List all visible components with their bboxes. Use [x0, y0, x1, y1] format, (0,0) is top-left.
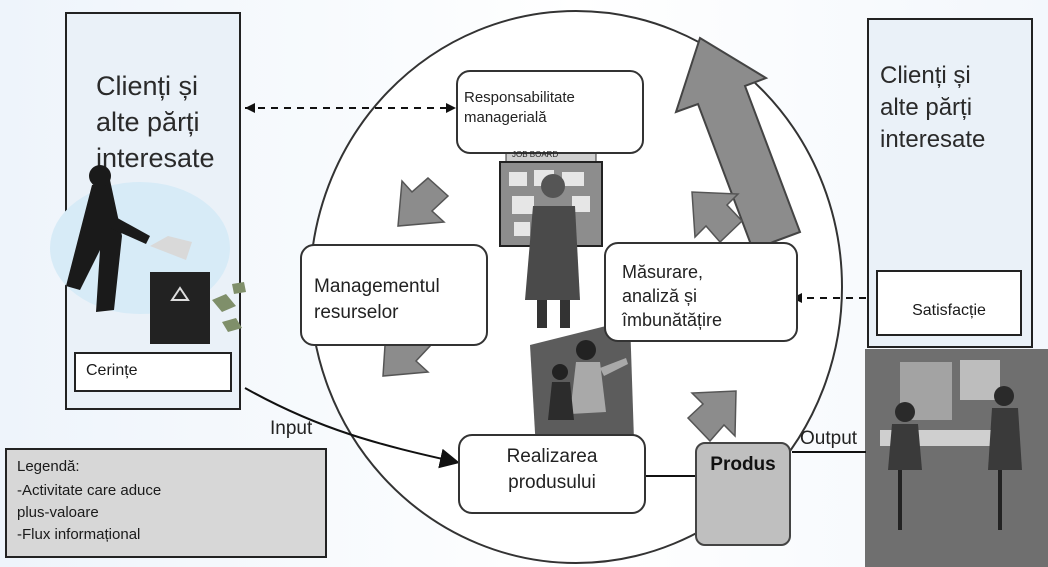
customer-meeting-photo — [865, 349, 1048, 567]
product-label: Produs — [710, 454, 776, 475]
realization-box: Realizarea produsului — [458, 434, 646, 514]
product-box: Produs — [695, 442, 791, 546]
measurement-line-1: Măsurare, — [622, 262, 704, 282]
legend-item-value-line-2: plus-valoare — [17, 504, 99, 521]
responsibility-line-1: Responsabilitate — [464, 89, 575, 106]
job-board-label: JOB BOARD — [512, 150, 559, 159]
realization-line-1: Realizarea — [506, 446, 598, 467]
left-title-line-1: Clienți și — [96, 71, 199, 101]
discarding-businessman-illustration — [50, 165, 246, 344]
left-title-line-3: interesate — [96, 143, 215, 173]
responsibility-line-2: managerială — [464, 109, 547, 126]
legend-item-value-line-1: -Activitate care aduce — [17, 482, 162, 499]
left-panel-title: Clienți și alte părți interesate — [96, 68, 215, 176]
cycle-arrow-to-responsibility — [691, 191, 744, 244]
right-title-line-3: interesate — [880, 126, 986, 153]
resources-line-2: resurselor — [314, 302, 399, 323]
cycle-arrow-to-resources — [397, 176, 450, 227]
output-label: Output — [800, 428, 858, 449]
walking-people-illustration — [530, 320, 634, 450]
continual-improvement-arrow — [674, 36, 802, 252]
satisfaction-label: Satisfacție — [912, 302, 986, 319]
legend-item-info: -Flux informațional — [17, 526, 141, 543]
resources-box: Managementul resurselor — [300, 244, 488, 346]
input-value-flow — [244, 387, 460, 469]
requirements-label: Cerințe — [86, 362, 138, 379]
responsibility-box: Responsabilitate managerială — [456, 70, 644, 154]
cycle-arrow-to-measurement — [686, 390, 737, 443]
measurement-line-3: îmbunătățire — [622, 310, 723, 330]
legend-title: Legendă: — [17, 458, 80, 475]
input-label: Input — [270, 418, 313, 439]
requirements-box: Cerințe — [74, 352, 232, 392]
legend-box: Legendă: -Activitate care aduce plus-val… — [5, 448, 327, 558]
satisfaction-box: Satisfacție — [876, 270, 1022, 336]
right-title-line-1: Clienți și — [880, 62, 971, 89]
resources-line-1: Managementul — [314, 276, 440, 297]
job-board-illustration — [499, 151, 603, 328]
right-panel-title: Clienți și alte părți interesate — [880, 60, 985, 156]
left-title-line-2: alte părți — [96, 107, 200, 137]
measurement-box: Măsurare, analiză și îmbunătățire — [604, 242, 798, 342]
realization-line-2: produsului — [508, 472, 596, 493]
measurement-line-2: analiză și — [622, 286, 698, 306]
right-title-line-2: alte părți — [880, 94, 973, 121]
